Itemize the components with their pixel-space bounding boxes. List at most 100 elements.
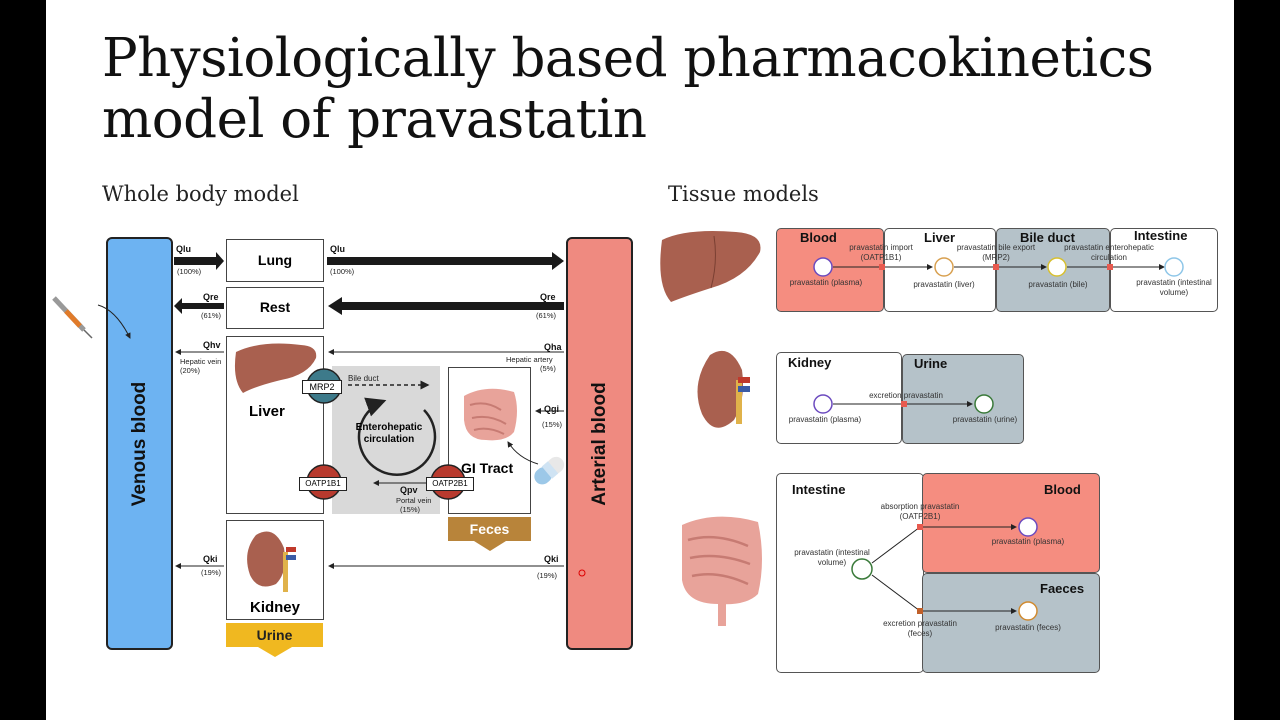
liver-model-bile-export-label: pravastatin bile export (MRP2) xyxy=(956,243,1036,262)
whole-body-arrows xyxy=(52,252,586,657)
intestine-model-blood-panel xyxy=(922,473,1100,573)
kidney-model-excretion-label: excretion pravastatin xyxy=(869,391,943,400)
liver-model-plasma-node: pravastatin (plasma) xyxy=(789,278,863,287)
intestine-model-intestine-panel xyxy=(776,473,924,673)
intestine-model-feces-node: pravastatin (feces) xyxy=(995,623,1061,632)
qre-left-label: Qre xyxy=(203,292,219,302)
page-title: Physiologically based pharmacokinetics m… xyxy=(102,28,1222,150)
qre-left-pct: (61%) xyxy=(201,311,222,320)
kidney-model-kidney-panel xyxy=(776,352,902,444)
kidney-model-network xyxy=(813,394,994,414)
intestine-model-blood-title: Blood xyxy=(1044,482,1081,497)
slide: Physiologically based pharmacokinetics m… xyxy=(46,0,1234,720)
liver-model-network xyxy=(813,257,1184,277)
tissue-organ-icons xyxy=(660,231,762,626)
intestine-model-plasma-node: pravastatin (plasma) xyxy=(991,537,1065,546)
liver-illustration xyxy=(234,343,317,393)
urine-chevron xyxy=(258,647,292,657)
venous-blood-compartment: Venous blood xyxy=(106,237,173,650)
qre-right-label: Qre xyxy=(540,292,556,302)
liver-model-liver-title: Liver xyxy=(924,230,956,245)
qlu-left-arrow xyxy=(174,252,224,270)
qhv-sub: Hepatic vein xyxy=(180,357,222,366)
syringe-icon xyxy=(52,296,131,339)
intestine-model-intestinal-node: pravastatin (intestinal volume) xyxy=(794,548,870,567)
enterohepatic-region xyxy=(332,366,440,514)
liver-model-liver-node: pravastatin (liver) xyxy=(913,280,975,289)
lung-label: Lung xyxy=(257,252,293,268)
urine-output: Urine xyxy=(226,623,323,647)
title-line-2: model of pravastatin xyxy=(102,89,647,150)
qlu-left-label: Qlu xyxy=(176,244,191,254)
qgi-label: Qgi xyxy=(544,404,559,414)
intestine-model-faeces-panel xyxy=(922,573,1100,673)
intestine-model-excretion-label: excretion pravastatin (feces) xyxy=(883,619,957,638)
kidney-model-plasma-node: pravastatin (plasma) xyxy=(788,415,862,424)
qlu-right-label: Qlu xyxy=(330,244,345,254)
qlu-right-pct: (100%) xyxy=(330,267,355,276)
qki-left-pct: (19%) xyxy=(201,568,222,577)
title-line-1: Physiologically based pharmacokinetics xyxy=(102,28,1154,89)
oatp1b1-label: OATP1B1 xyxy=(299,477,347,491)
kidney-illustration xyxy=(247,531,296,592)
qpv-label: Qpv xyxy=(400,485,418,495)
kidney-model-urine-title: Urine xyxy=(914,356,948,371)
feces-output: Feces xyxy=(448,517,531,541)
intestine-model-network xyxy=(851,517,1038,621)
oatp2b1-label: OATP2B1 xyxy=(426,477,474,491)
liver-model-bile-node: pravastatin (bile) xyxy=(1028,280,1088,289)
arterial-blood-compartment: Arterial blood xyxy=(566,237,633,650)
qpv-sub: Portal vein xyxy=(396,496,432,505)
lung-compartment: Lung xyxy=(226,239,324,282)
whole-body-heading: Whole body model xyxy=(102,182,299,206)
liver-label: Liver xyxy=(249,403,285,420)
liver-model-intestine-title: Intestine xyxy=(1134,228,1188,243)
qhv-label: Qhv xyxy=(203,340,221,350)
pill-icon xyxy=(534,456,565,485)
intestine-model-intestine-title: Intestine xyxy=(792,482,846,497)
kidney-model-urine-panel xyxy=(902,354,1024,444)
mrp2-label: MRP2 xyxy=(302,380,342,394)
liver-tissue-model: Blood Liver Bile duct Intestine pravasta… xyxy=(776,228,1218,312)
liver-model-import-label: pravastatin import (OATP1B1) xyxy=(849,243,913,262)
kidney-tissue-model: Kidney Urine excretion pravastatin prava… xyxy=(776,352,1024,444)
qlu-right-arrow xyxy=(327,252,564,270)
qhv-pct: (20%) xyxy=(180,366,201,375)
qki-right-pct: (19%) xyxy=(537,571,558,580)
rest-label: Rest xyxy=(259,299,291,315)
intestine-model-faeces-title: Faeces xyxy=(1040,581,1085,596)
liver-model-blood-title: Blood xyxy=(800,230,837,245)
qki-left-label: Qki xyxy=(203,554,218,564)
liver-model-intestinal-node: pravastatin (intestinal volume) xyxy=(1136,278,1212,297)
qre-left-arrow xyxy=(174,298,224,314)
kidney-model-kidney-title: Kidney xyxy=(788,355,832,370)
intestine-model-absorption-label: absorption pravastatin (OATP2B1) xyxy=(880,502,960,521)
feces-label: Feces xyxy=(469,521,510,537)
enterohepatic-cycle xyxy=(357,397,437,476)
qre-right-arrow xyxy=(328,297,564,315)
rest-compartment: Rest xyxy=(226,287,324,329)
liver-icon xyxy=(660,231,761,302)
gi-tract-label: GI Tract xyxy=(461,460,514,476)
qre-right-pct: (61%) xyxy=(536,311,557,320)
qha-pct: (5%) xyxy=(540,364,556,373)
intestine-icon xyxy=(682,516,762,626)
qpv-pct: (15%) xyxy=(400,505,421,514)
qgi-pct: (15%) xyxy=(542,420,563,429)
kidney-icon xyxy=(697,350,750,428)
qha-label: Qha xyxy=(544,342,562,352)
enterohepatic-label: Enterohepatic circulation xyxy=(355,422,423,445)
kidney-model-urine-node: pravastatin (urine) xyxy=(952,415,1018,424)
qki-right-label: Qki xyxy=(544,554,559,564)
liver-model-enterohepatic-label: pravastatin enterohepatic circulation xyxy=(1064,243,1154,262)
tissue-models-heading: Tissue models xyxy=(668,182,819,206)
intestine-tissue-model: Intestine Blood Faeces absorption pravas… xyxy=(776,473,1100,673)
feces-chevron xyxy=(474,541,506,551)
gi-illustration xyxy=(464,388,517,441)
bile-duct-label: Bile duct xyxy=(348,374,379,383)
kidney-label: Kidney xyxy=(249,599,300,616)
qlu-left-pct: (100%) xyxy=(177,267,202,276)
liver-model-bile-title: Bile duct xyxy=(1020,230,1075,245)
qha-sub: Hepatic artery xyxy=(506,355,553,364)
urine-label: Urine xyxy=(256,627,293,643)
